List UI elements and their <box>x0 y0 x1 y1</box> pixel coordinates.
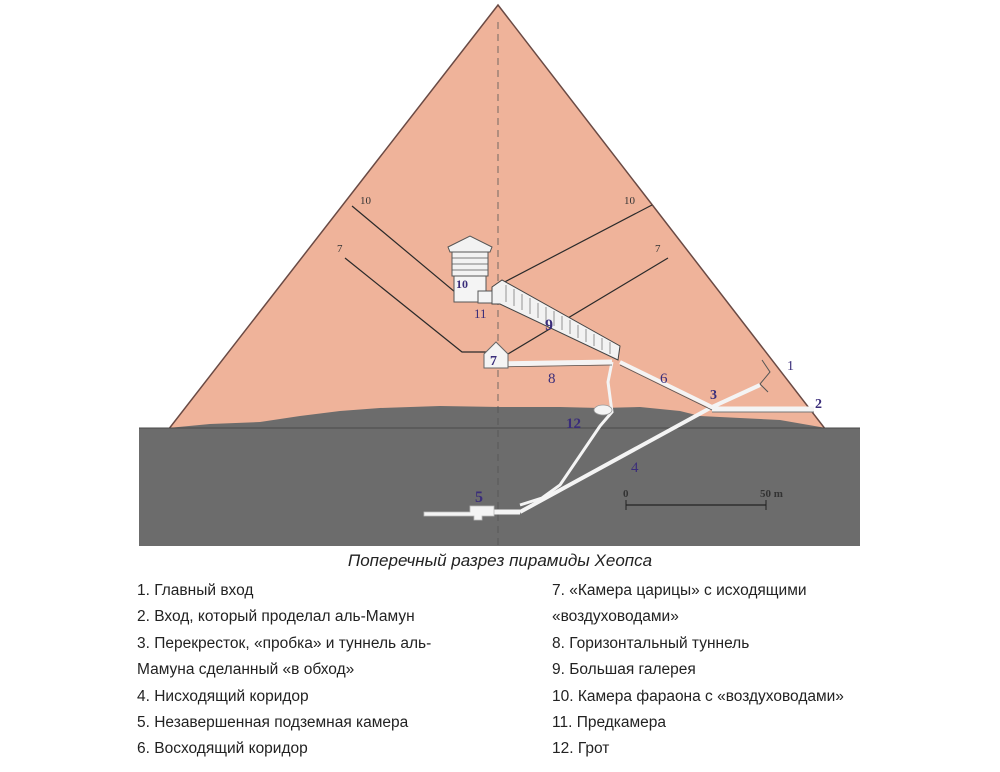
legend-item: Мамуна сделанный «в обход» <box>137 661 355 679</box>
air-shaft-queen-right <box>507 257 669 355</box>
shaft-label-right-lower: 7 <box>655 243 661 255</box>
diagram-caption: Поперечный разрез пирамиды Хеопса <box>347 551 653 570</box>
label-9: 9 <box>545 317 553 334</box>
antechamber <box>477 290 493 304</box>
grand-gallery-hatching <box>505 285 611 354</box>
label-6: 6 <box>660 371 668 387</box>
label-5: 5 <box>475 489 483 506</box>
label-11: 11 <box>474 306 487 321</box>
shaft-label-left-lower: 7 <box>337 243 343 255</box>
legend-item: 3. Перекресток, «пробка» и туннель аль- <box>137 634 432 652</box>
label-10: 10 <box>456 277 468 291</box>
underground-chamber <box>423 505 495 521</box>
label-2: 2 <box>815 397 822 412</box>
main-entrance <box>759 359 771 393</box>
relieving-chambers-lines <box>452 257 488 271</box>
legend-item: 5. Незавершенная подземная камера <box>137 714 409 732</box>
legend-item: 12. Грот <box>552 740 610 758</box>
label-8: 8 <box>548 371 556 387</box>
grand-gallery <box>491 279 621 361</box>
queens-chamber <box>483 341 509 369</box>
horizontal-corridor <box>493 359 613 367</box>
relieving-chambers-roof <box>447 235 493 253</box>
legend-item: 2. Вход, который проделал аль-Мамун <box>137 608 415 626</box>
label-1: 1 <box>787 359 794 374</box>
air-shaft-king-right <box>494 204 653 288</box>
legend-item: 7. «Камера царицы» с исходящими <box>552 582 807 599</box>
legend-item: 10. Камера фараона с «воздуховодами» <box>552 687 844 705</box>
scale-end-label: 50 m <box>760 488 783 500</box>
shaft-label-left-upper: 10 <box>360 195 372 207</box>
label-3: 3 <box>710 388 717 403</box>
legend-item: «воздуховодами» <box>552 608 679 626</box>
label-12: 12 <box>566 416 581 432</box>
legend-item: 8. Горизонтальный туннель <box>552 634 750 652</box>
legend-list-right: 7. «Камера царицы» с исходящими «воздухо… <box>552 578 972 763</box>
bedrock-ground <box>139 406 860 546</box>
well-shaft <box>519 361 614 507</box>
ascending-corridor-edge <box>619 364 713 411</box>
legend-item: 1. Главный вход <box>137 582 254 599</box>
horizontal-corridor-edge <box>493 364 613 368</box>
legend-item: 4. Нисходящий коридор <box>137 687 309 705</box>
air-shaft-queen-left <box>344 257 486 353</box>
pyramid-cross-section-diagram: 0 50 m 1 2 3 4 5 6 7 8 9 10 11 12 10 10 … <box>139 3 860 546</box>
ascending-corridor <box>619 360 713 409</box>
shaft-label-right-upper: 10 <box>624 195 636 207</box>
legend-list-left: 1. Главный вход 2. Вход, который продела… <box>137 578 517 763</box>
scale-start-label: 0 <box>623 488 629 500</box>
legend-item: 6. Восходящий коридор <box>137 740 308 758</box>
legend-item: 11. Предкамера <box>552 714 667 732</box>
label-4: 4 <box>631 460 639 476</box>
grotto <box>593 404 613 416</box>
legend-item: 9. Большая галерея <box>552 661 696 679</box>
label-7: 7 <box>490 354 497 369</box>
